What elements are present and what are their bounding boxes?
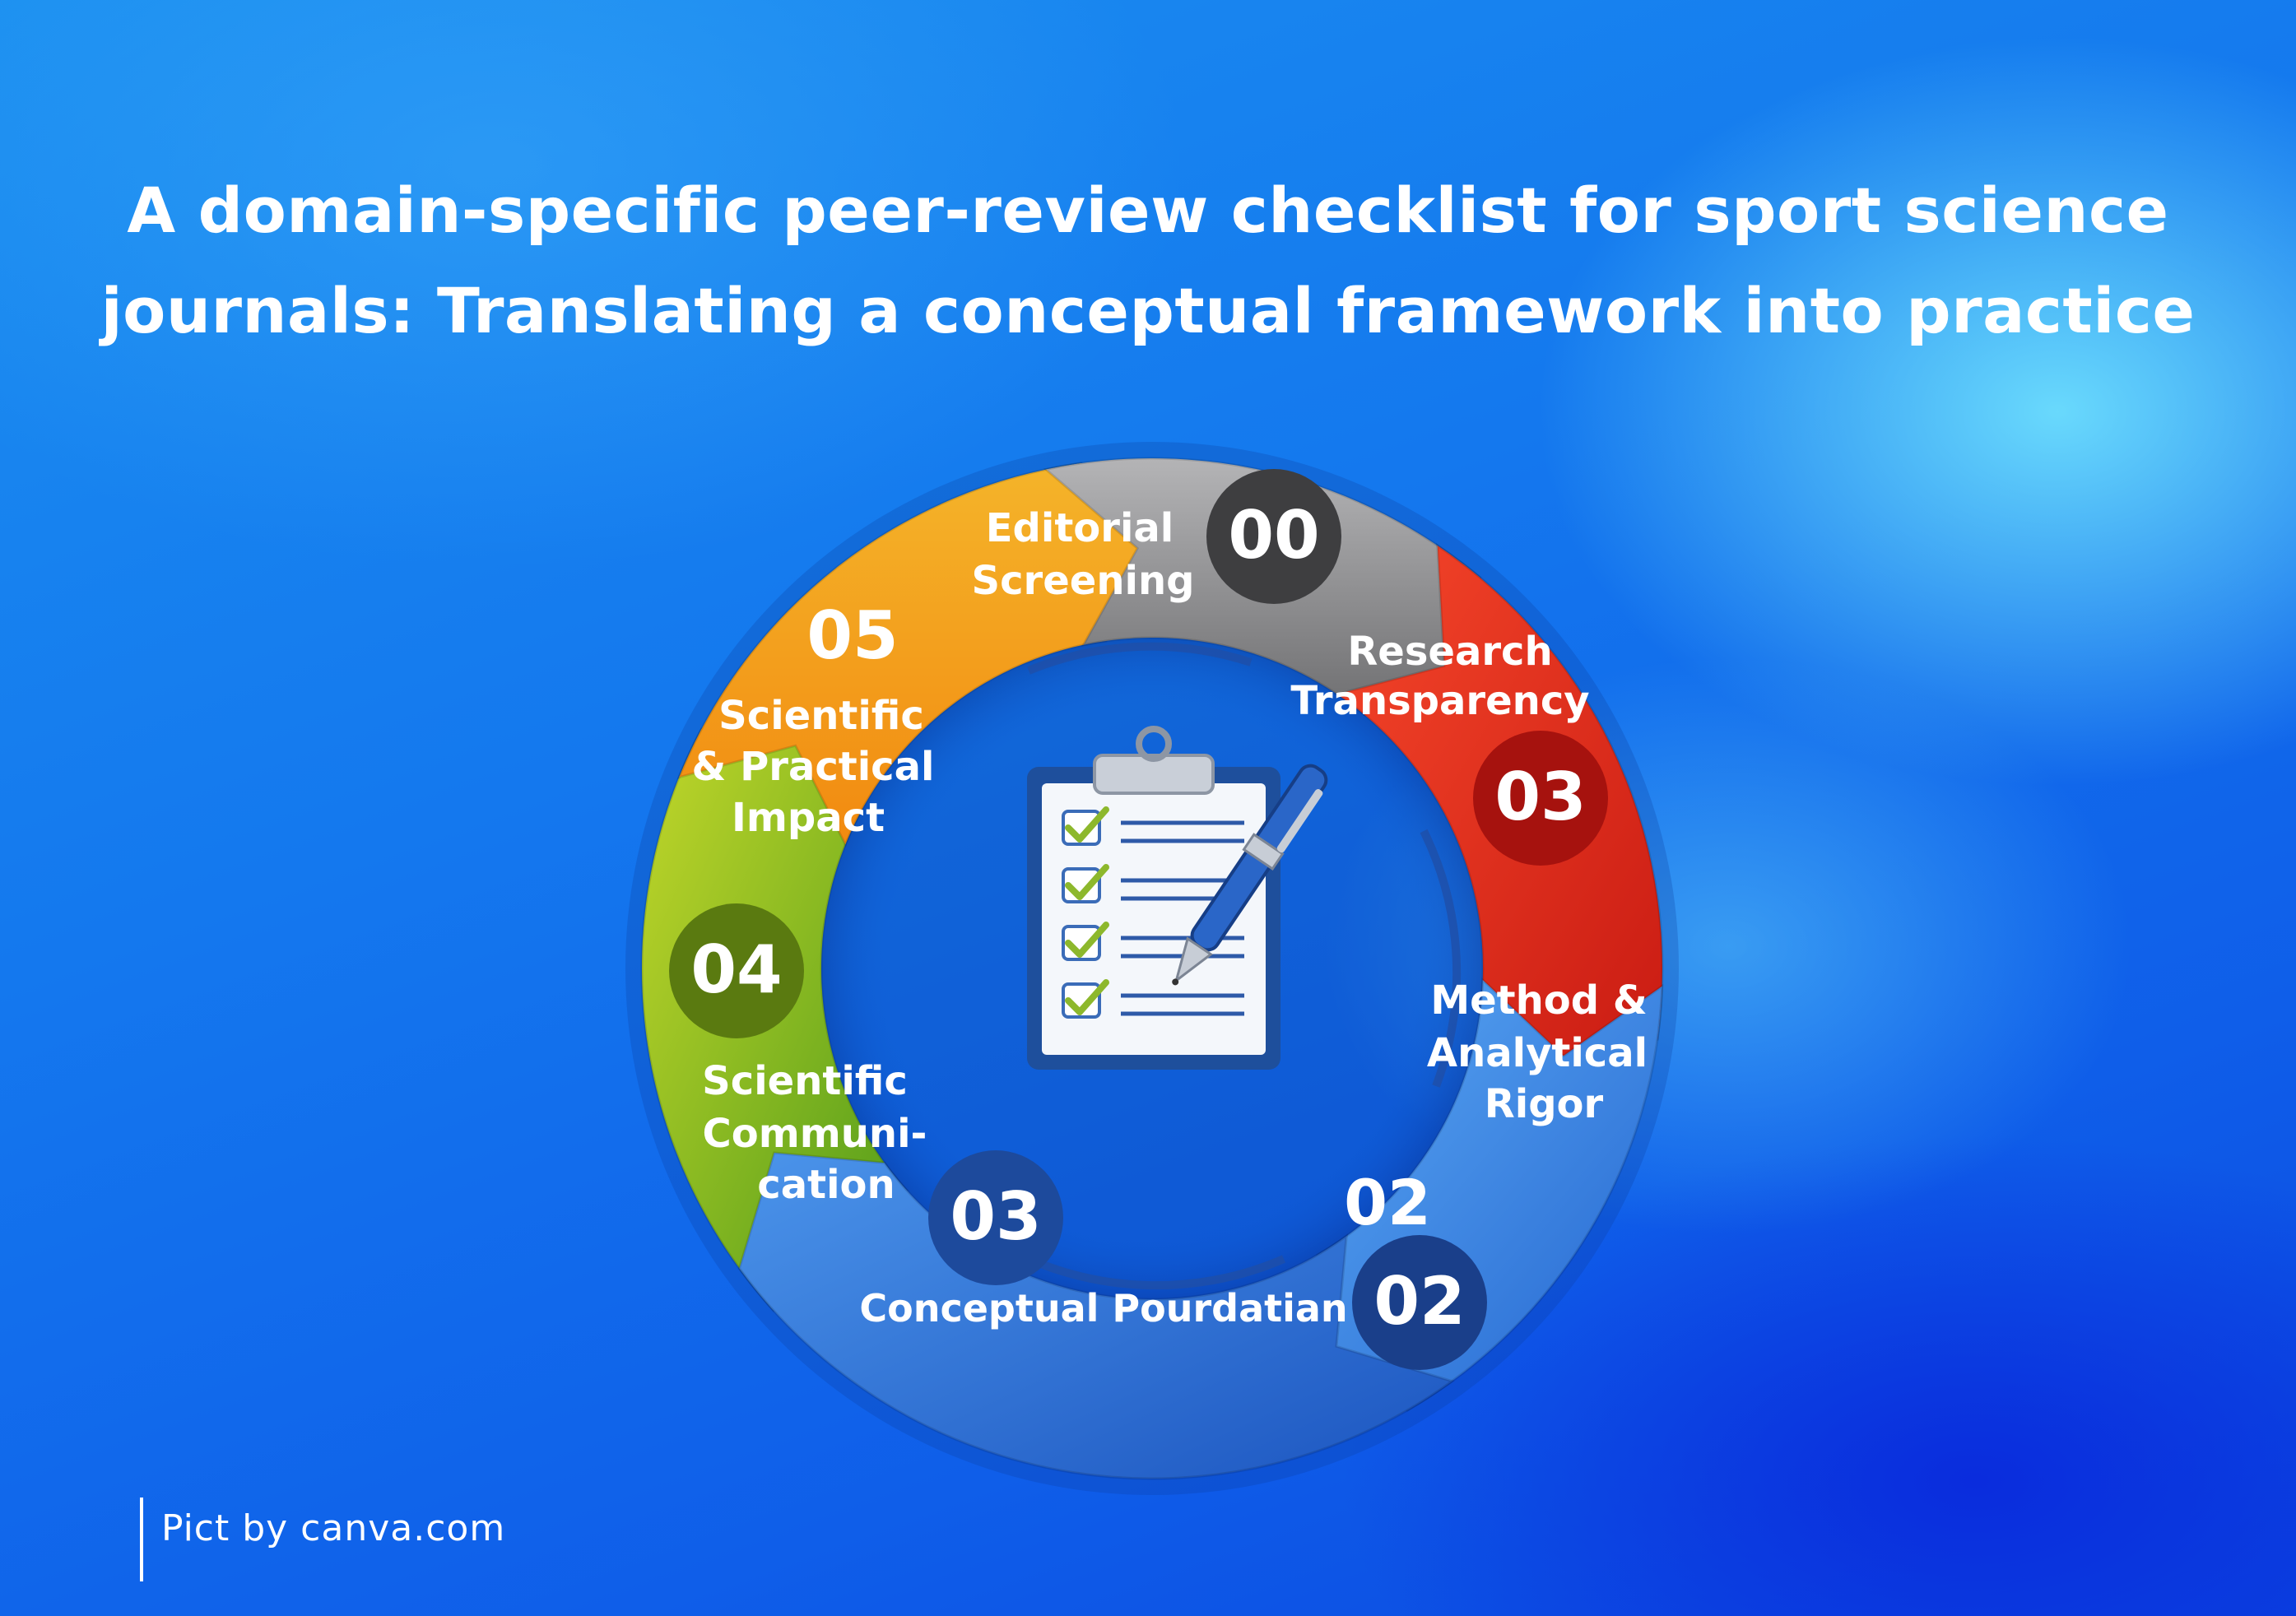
title-line-2: journals: Translating a conceptual frame…	[100, 274, 2196, 347]
badge-research: 03	[1473, 731, 1608, 866]
badge-communication: 04	[669, 903, 804, 1038]
conceptual-number: 03	[950, 1178, 1041, 1255]
label-conceptual: Conceptual Pourdatian	[859, 1286, 1347, 1330]
badge-conceptual: 03	[928, 1150, 1063, 1285]
method-line-1: Method &	[1430, 977, 1647, 1024]
impact-line-3: Impact	[732, 795, 885, 841]
communication-number: 04	[690, 931, 782, 1008]
impact-line-1: Scientific	[718, 693, 924, 739]
segment-impact	[676, 462, 1169, 848]
editorial-line-1: Editorial	[986, 505, 1174, 551]
editorial-line-2: Screening	[972, 558, 1195, 604]
title-line-1: A domain-specific peer-review checklist …	[127, 174, 2169, 247]
method-number: 02	[1344, 1166, 1431, 1239]
badge-editorial: 00	[1206, 469, 1341, 604]
communication-line-1: Scientific	[702, 1058, 908, 1104]
clipboard-checklist-pen-icon	[1027, 726, 1328, 1070]
label-communication: Scientific Communi- cation	[702, 1058, 927, 1208]
label-method: Method & Analytical Rigor	[1427, 977, 1648, 1127]
method-line-2: Analytical	[1427, 1030, 1648, 1076]
credit-text: Pict by canva.com	[161, 1507, 506, 1549]
badge-conceptual-2: 02	[1352, 1235, 1487, 1370]
method-line-3: Rigor	[1485, 1081, 1604, 1127]
research-number: 03	[1494, 759, 1586, 835]
research-line-1: Research	[1347, 629, 1552, 675]
impact-number: 05	[806, 597, 898, 674]
photo-credit: Pict by canva.com	[140, 1498, 505, 1581]
label-research: Research Transparency	[1290, 629, 1589, 724]
editorial-number: 00	[1228, 497, 1319, 573]
page-title: A domain-specific peer-review checklist …	[0, 160, 2296, 361]
communication-line-2: Communi-	[703, 1111, 927, 1157]
conceptual-badge: 02	[1373, 1263, 1465, 1340]
label-impact: Scientific & Practical Impact	[692, 693, 935, 841]
label-editorial: Editorial Screening	[972, 505, 1195, 604]
communication-line-3: cation	[757, 1162, 895, 1208]
impact-line-2: & Practical	[692, 744, 935, 790]
research-line-2: Transparency	[1290, 678, 1589, 724]
